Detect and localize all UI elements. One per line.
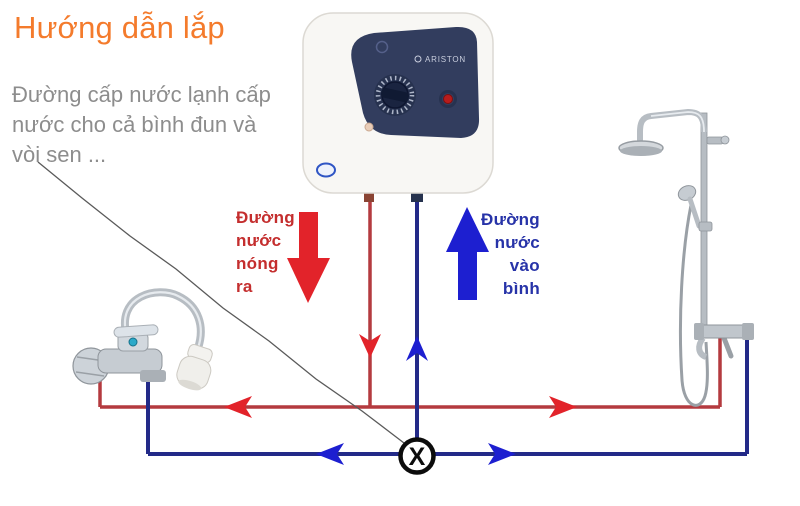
mixer-spout (696, 336, 708, 360)
gooseneck-highlight (123, 291, 202, 349)
hot-water-pipes (98, 200, 722, 418)
shower-hose (678, 204, 709, 407)
indicator-bezel (439, 90, 457, 108)
faucet-logo-dot-icon (128, 337, 138, 347)
page-title: Hướng dẫn lắp (14, 10, 225, 45)
hot-label-line-4: ra (236, 277, 253, 296)
heater-front-panel (351, 26, 480, 138)
cold-label-line-4: bình (502, 279, 540, 298)
annotation-line-2: nước cho cả bình đun và (12, 112, 257, 137)
wall-bracket-knob (720, 135, 730, 145)
brand-emblem-icon (414, 55, 422, 63)
shower-arm (637, 108, 707, 141)
cold-supply-annotation: Đường cấp nước lạnh cấp nước cho cả bình… (12, 80, 271, 170)
knob-tick-ring (375, 75, 415, 115)
panel-button-dot (364, 122, 374, 132)
valve-x-symbol: X (409, 443, 426, 471)
heater-hot-outlet-stub (364, 188, 374, 202)
power-indicator-light-icon (443, 94, 453, 104)
mixer-lever (721, 335, 734, 359)
cold-flow-arrow-up-icon (406, 336, 428, 361)
faucet-lever (113, 324, 159, 338)
cold-big-arrow-up-icon (446, 207, 489, 252)
faucet-under-block (140, 370, 166, 382)
cold-supply-valve: X (398, 437, 436, 475)
cold-label-line-3: vào (509, 256, 540, 275)
hot-big-arrow-down-icon (287, 258, 330, 303)
shower-arm-highlight (650, 111, 705, 133)
cold-label-line-1: Đường (481, 210, 540, 229)
sprayer-face (178, 379, 202, 391)
cold-water-in-label: Đường nước vào bình (468, 208, 540, 300)
hot-flow-arrow-left-icon (224, 396, 252, 418)
knob-handle (381, 87, 409, 103)
hot-flow-arrow-right-icon (549, 396, 577, 418)
wall-bracket (706, 136, 724, 145)
cold-flow-arrow-right-icon (488, 443, 516, 465)
cold-big-arrow-shaft (458, 248, 477, 300)
cold-label-line-2: nước (494, 233, 540, 252)
heater-badge-icon (316, 162, 336, 178)
annotation-leader-line (37, 161, 405, 444)
annotation-line-1: Đường cấp nước lạnh cấp (12, 82, 271, 107)
water-heater-illustration: ARISTON (302, 12, 494, 202)
rain-shower-face (620, 146, 662, 156)
valve-circle (398, 437, 436, 475)
annotation-line-3: vòi sen ... (12, 142, 107, 167)
heater-brand-logo: ARISTON (425, 55, 466, 64)
faucet-body (97, 348, 163, 374)
hot-label-line-1: Đường (236, 208, 295, 227)
heater-panel-screw-icon (375, 40, 389, 54)
hand-shower-handle (687, 196, 702, 229)
slider-clamp (698, 221, 713, 232)
cold-water-pipes (146, 200, 749, 465)
hand-shower-head-icon (677, 185, 697, 201)
shower-set-illustration (618, 108, 754, 407)
mixer-hot-union (694, 323, 704, 340)
hot-label-line-2: nước (236, 231, 282, 250)
hot-big-arrow-shaft (299, 212, 318, 262)
sprayer-group (176, 344, 213, 391)
hot-water-out-label: Đường nước nóng ra (236, 206, 295, 298)
mixer-cold-union (742, 323, 754, 340)
cold-flow-arrow-left-icon (316, 443, 344, 465)
faucet-illustration (72, 288, 213, 391)
hot-label-line-3: nóng (236, 254, 279, 273)
hot-flow-arrow-down-icon (359, 334, 381, 358)
